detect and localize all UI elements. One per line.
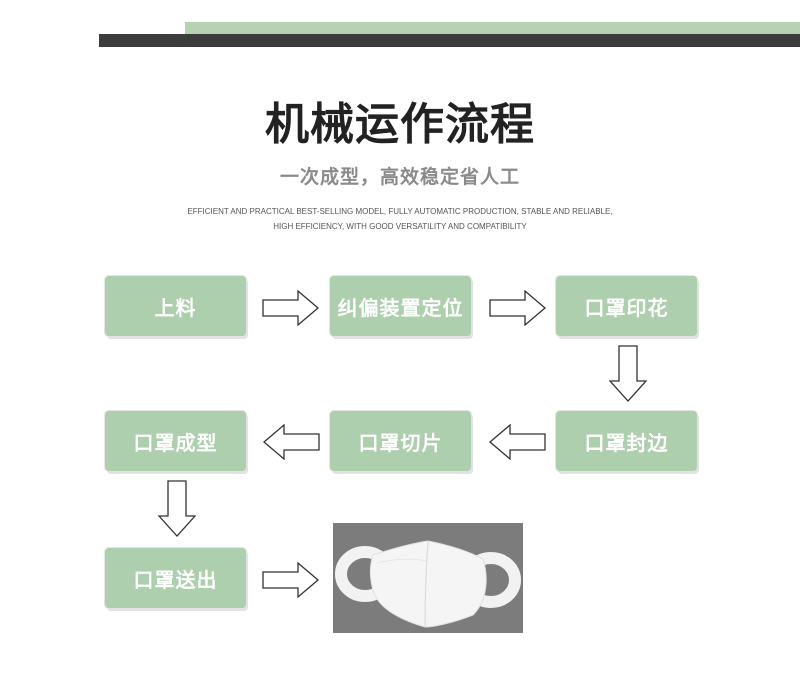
page-title: 机械运作流程 (265, 99, 535, 150)
arrow-right-icon (262, 562, 320, 598)
step-mask-printing: 口罩印花 (556, 276, 697, 336)
arrow-right-icon (489, 290, 547, 326)
step-feeding: 上料 (105, 276, 246, 336)
header-accent-bar-dark (99, 34, 800, 47)
arrow-down-icon (158, 480, 196, 537)
arrow-right-icon (262, 290, 320, 326)
step-alignment-positioning: 纠偏装置定位 (330, 276, 471, 336)
mask-product-photo (333, 523, 523, 633)
page-subtitle: 一次成型，高效稳定省人工 (279, 166, 520, 188)
header-accent-bar-green (185, 22, 800, 34)
face-mask-icon (335, 540, 521, 628)
step-mask-output: 口罩送出 (105, 548, 246, 608)
english-description-line-2: HIGH EFFICIENCY, WITH GOOD VERSATILITY A… (273, 222, 527, 231)
arrow-down-icon (609, 345, 647, 402)
english-description-line-1: EFFICIENT AND PRACTICAL BEST-SELLING MOD… (187, 207, 613, 216)
arrow-left-icon (262, 424, 320, 460)
arrow-left-icon (488, 424, 546, 460)
step-mask-edge-sealing: 口罩封边 (556, 411, 697, 471)
step-mask-slicing: 口罩切片 (330, 411, 471, 471)
step-mask-forming: 口罩成型 (105, 411, 246, 471)
